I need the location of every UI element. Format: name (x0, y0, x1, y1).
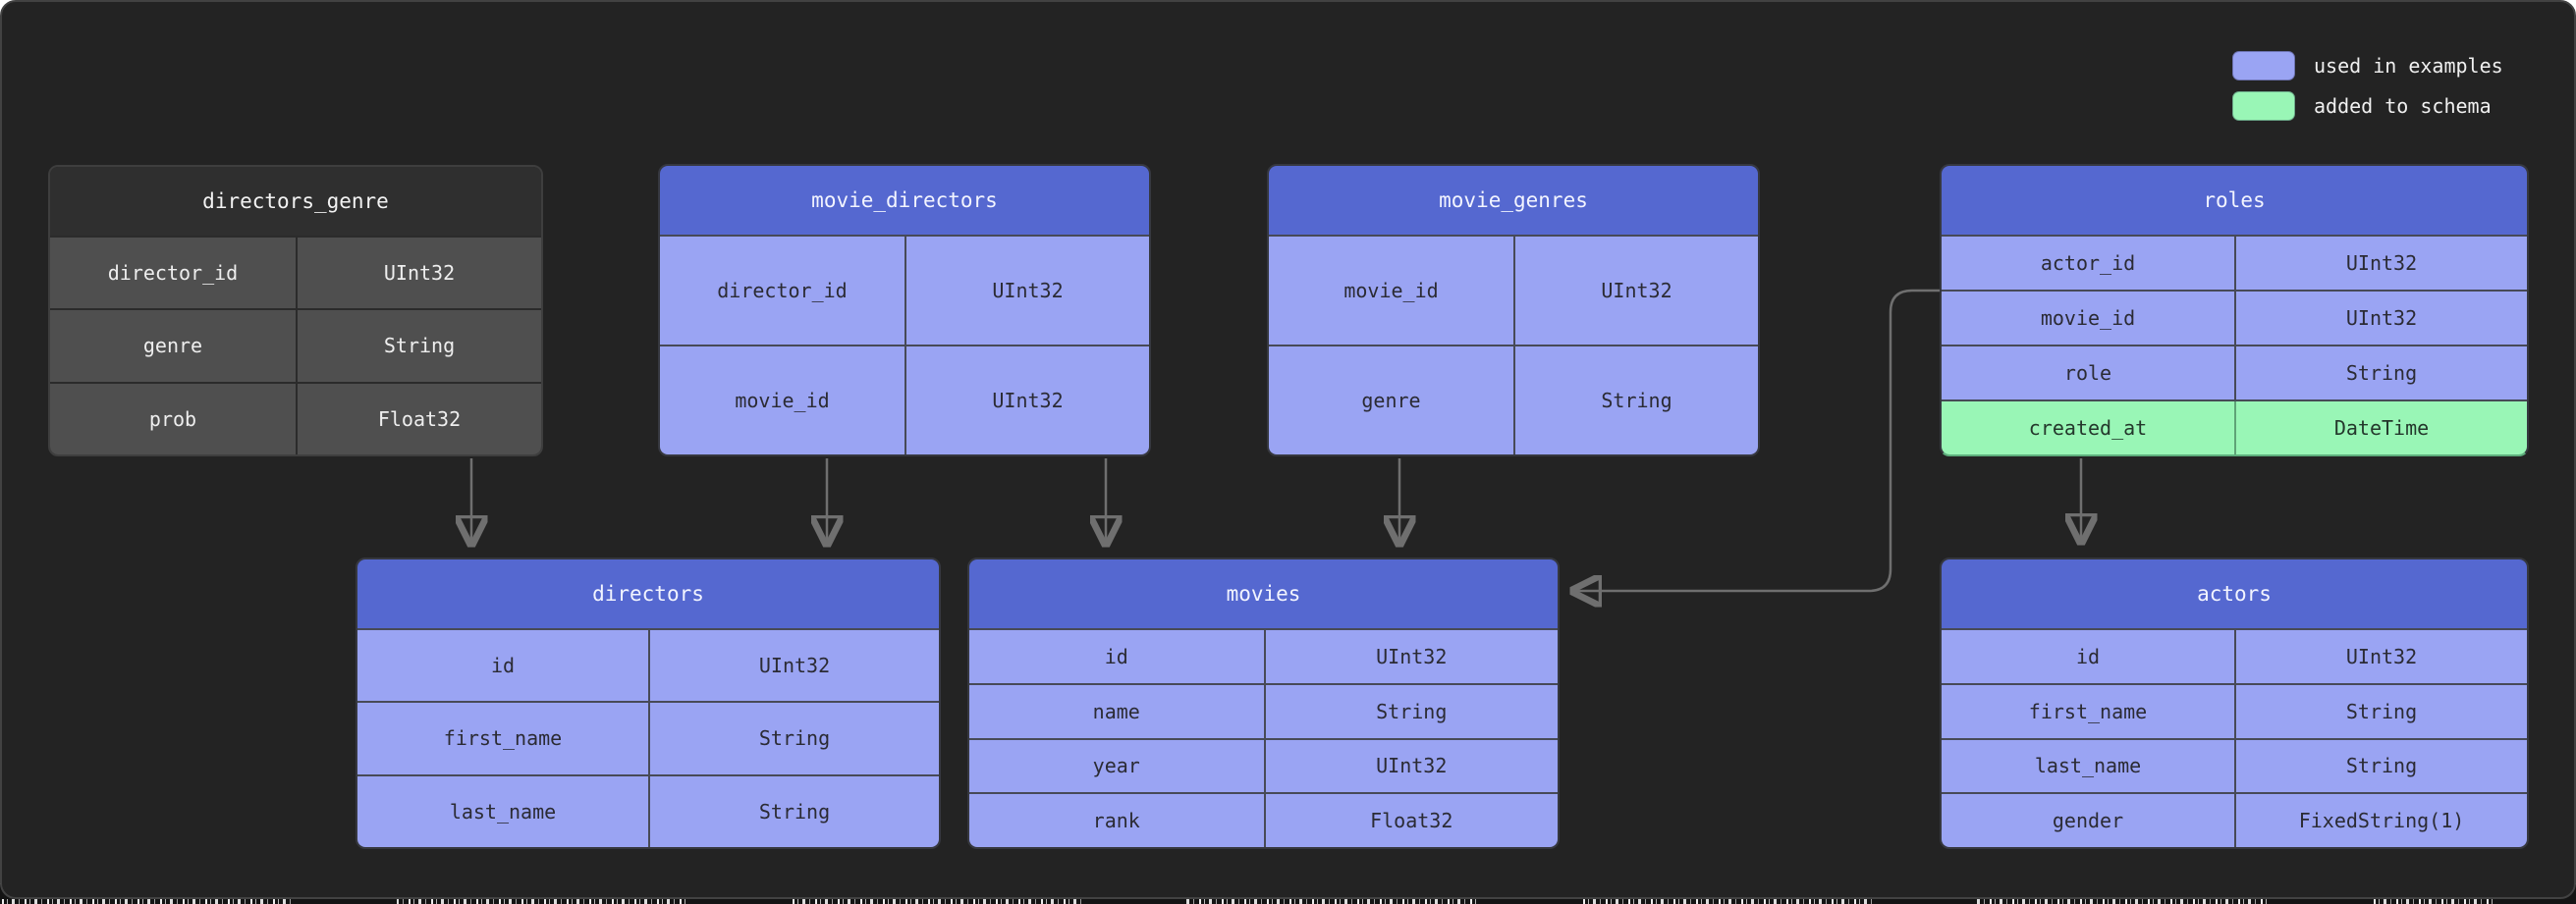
field-row-first_name: first_name String (357, 701, 939, 774)
field-type-cell: UInt32 (904, 346, 1149, 454)
field-type-cell: String (648, 703, 939, 774)
field-name-cell: id (1104, 644, 1128, 668)
field-row-role: role String (1942, 345, 2527, 399)
field-type-cell: String (2234, 684, 2527, 738)
field-row-rank: rank Float32 (969, 792, 1558, 847)
table-title-directors: directors (357, 559, 939, 628)
legend-swatch-used-in-examples (2232, 51, 2295, 80)
legend-label: used in examples (2314, 54, 2503, 78)
field-name-cell: role (2063, 361, 2112, 385)
field-row-created_at: created_at DateTime (1942, 399, 2527, 454)
field-name-cell: gender (2052, 809, 2124, 833)
field-row-genre: genre String (50, 308, 541, 382)
field-type-cell: String (1263, 684, 1559, 738)
field-row-prob: prob Float32 (50, 381, 541, 454)
field-row-year: year UInt32 (969, 737, 1559, 793)
table-directors_genre: directors_genre director_id UInt32 genre Str… (48, 165, 543, 456)
field-type-cell: String (296, 310, 541, 382)
field-name-cell: id (490, 654, 516, 678)
field-row-gender: gender FixedString(1) (1942, 792, 2527, 847)
field-type-cell: UInt32 (296, 238, 541, 309)
table-title-movies: movies (969, 559, 1558, 628)
field-type-cell: String (648, 775, 939, 847)
table-title-actors: actors (1942, 559, 2527, 628)
field-name-cell: genre (1361, 389, 1421, 412)
field-row-movie_id: movie_id UInt32 (1269, 235, 1758, 345)
table-title-roles: roles (1942, 166, 2527, 235)
field-name-cell: director_id (107, 261, 239, 286)
field-row-director_id: director_id UInt32 (50, 236, 541, 309)
field-type-cell: UInt32 (2234, 630, 2527, 683)
legend-item-added-to-schema: added to schema (2232, 91, 2503, 121)
table-movie_genres: movie_genres movie_id UInt32 genre String (1267, 164, 1760, 456)
field-row-id: id UInt32 (969, 628, 1558, 683)
field-type-cell: String (2234, 346, 2527, 399)
field-row-genre: genre String (1269, 345, 1758, 454)
field-row-actor_id: actor_id UInt32 (1942, 235, 2527, 290)
field-row-director_id: director_id UInt32 (660, 235, 1149, 345)
field-name-cell: last_name (2034, 754, 2142, 778)
field-type-cell: UInt32 (2234, 292, 2527, 345)
field-row-id: id UInt32 (1942, 628, 2527, 683)
field-name-cell: name (1092, 699, 1140, 723)
field-type-cell: Float32 (296, 383, 541, 454)
field-name-cell: first_name (2028, 699, 2148, 723)
field-row-first_name: first_name String (1942, 682, 2527, 738)
field-name-cell: movie_id (2040, 306, 2136, 330)
field-type-cell: UInt32 (2234, 237, 2527, 290)
table-title-movie_directors: movie_directors (660, 166, 1149, 235)
field-name-cell: year (1092, 754, 1140, 778)
table-title-directors_genre: directors_genre (50, 167, 541, 236)
field-type-cell: Float32 (1263, 794, 1559, 847)
field-type-cell: UInt32 (1513, 237, 1758, 345)
field-row-id: id UInt32 (357, 628, 939, 702)
field-name-cell: first_name (443, 726, 563, 751)
field-name-cell: movie_id (735, 389, 830, 412)
field-name-cell: rank (1092, 809, 1140, 833)
field-name-cell: prob (148, 406, 197, 431)
field-type-cell: UInt32 (1263, 739, 1559, 793)
field-type-cell: FixedString(1) (2234, 794, 2527, 847)
field-name-cell: created_at (2028, 416, 2148, 440)
field-type-cell: String (1513, 346, 1758, 454)
field-type-cell: UInt32 (648, 630, 939, 702)
field-name-cell: movie_id (1343, 279, 1439, 302)
field-row-last_name: last_name String (1942, 737, 2527, 793)
legend-label: added to schema (2314, 94, 2492, 118)
cutoff-text-noise (2, 899, 2494, 904)
field-name-cell: actor_id (2040, 251, 2136, 275)
field-name-cell: director_id (717, 279, 848, 302)
field-type-cell: String (2234, 739, 2527, 793)
field-type-cell: UInt32 (904, 237, 1149, 345)
legend: used in examples added to schema (2232, 51, 2503, 121)
table-title-movie_genres: movie_genres (1269, 166, 1758, 235)
legend-item-used-in-examples: used in examples (2232, 51, 2503, 80)
field-type-cell: UInt32 (1263, 630, 1559, 683)
field-row-movie_id: movie_id UInt32 (1942, 290, 2527, 345)
field-row-movie_id: movie_id UInt32 (660, 345, 1149, 454)
legend-swatch-added-to-schema (2232, 91, 2295, 121)
field-name-cell: last_name (449, 799, 557, 824)
field-row-last_name: last_name String (357, 773, 939, 847)
field-name-cell: genre (142, 334, 203, 358)
field-type-cell: DateTime (2234, 401, 2527, 454)
field-row-name: name String (969, 682, 1559, 738)
field-name-cell: id (2075, 644, 2101, 668)
